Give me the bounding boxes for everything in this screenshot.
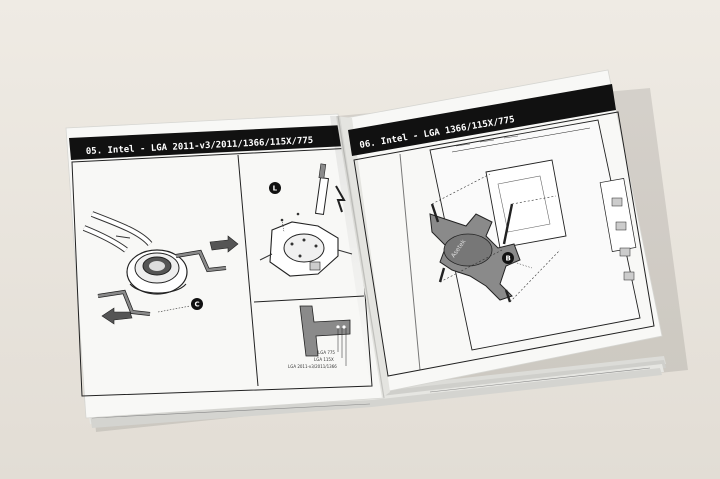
bracket-label-2011: LGA 2011-v3/2011/1366 xyxy=(288,364,337,369)
backplate-illustration: Asetek B xyxy=(429,173,561,303)
backplate-screw-illustration: L xyxy=(259,163,353,277)
bracket-label-775: LGA 775 xyxy=(318,350,335,355)
right-page: 06. Intel - LGA 1366/115X/775 Asetek xyxy=(336,69,663,398)
gutter-shadow xyxy=(330,116,384,399)
marker-b xyxy=(502,252,514,264)
motherboard-illustration xyxy=(429,119,641,351)
svg-text:C: C xyxy=(195,301,200,309)
water-block-illustration: C xyxy=(82,211,239,325)
left-header-bar xyxy=(69,125,347,160)
bracket-label-115x: LGA 115X xyxy=(314,357,334,362)
right-header-bar xyxy=(348,84,616,156)
left-page: 05. Intel - LGA 2011-v3/2011/1366/115X/7… xyxy=(65,113,385,419)
bracket-hole-illustration: LGA 775 LGA 115X LGA 2011-v3/2011/1366 xyxy=(288,305,351,369)
svg-text:L: L xyxy=(273,185,278,193)
svg-text:B: B xyxy=(506,255,511,263)
marker-c xyxy=(191,298,203,310)
marker-l xyxy=(269,182,281,194)
